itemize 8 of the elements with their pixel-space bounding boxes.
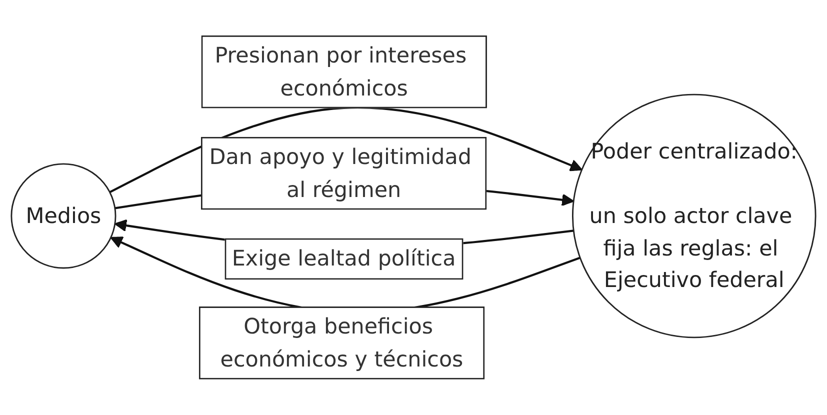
node-circle — [10, 163, 116, 269]
node-circle — [572, 94, 816, 338]
edge-label: Exige lealtad política — [232, 245, 456, 272]
edge-label: Dan apoyo y legitimidad al régimen — [209, 144, 472, 202]
arrow — [109, 106, 582, 194]
edge-label: Otorga beneficios económicos y técnicos — [220, 314, 464, 372]
edge-label: Presionan por intereses económicos — [214, 42, 467, 101]
flow-diagram: Presionan por intereses económicos Dan apoyo y legitimidad al régimen Exige lealtad política Otorga beneficios económicos y técnicos Medios Poder centralizado: un solo actor clave fija las reglas: el Ejecutivo federal — [0, 24, 827, 391]
